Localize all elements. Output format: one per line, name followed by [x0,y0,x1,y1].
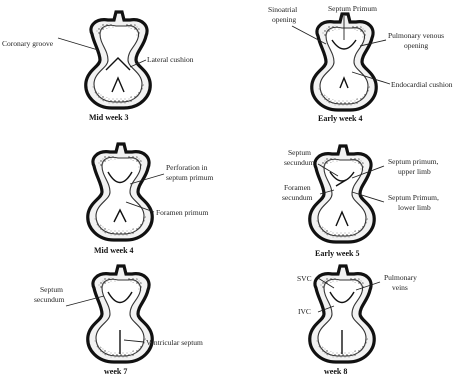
label-septum-secundum-3: Septum [40,285,63,294]
label-pulmonary-venous-1: Pulmonary venous [388,31,444,40]
label-septum-secundum-1: Septum [288,148,311,157]
panel-week-8: SVC IVC Pulmonary veins week 8 [297,266,417,376]
panel-mid-week-4: Perforation in septum primum Foramen pri… [88,144,214,255]
label-foramen-secundum-2: secundum [282,193,313,202]
label-coronary-groove: Coronary groove [2,39,54,48]
label-septum-primum-upper-1: Septum primum, [388,157,439,166]
caption-week-8: week 8 [324,367,347,376]
caption-week-7: week 7 [104,367,127,376]
panel-mid-week-3: Coronary groove Lateral cushion Mid week… [2,12,194,122]
caption-early-week-5: Early week 5 [315,249,359,258]
panel-early-week-5: Septum secundum Foramen secundum Septum … [282,146,439,258]
label-foramen-secundum-1: Foramen [284,183,311,192]
caption-mid-week-3: Mid week 3 [89,113,129,122]
label-pulmonary-veins-2: veins [392,283,408,292]
label-pulmonary-veins-1: Pulmonary [384,273,417,282]
label-svc: SVC [297,274,312,283]
label-septum-primum-lower-1: Septum Primum, [388,193,439,202]
label-septum-primum-lower-2: lower limb [398,203,431,212]
label-perforation-1: Perforation in [166,163,208,172]
label-perforation-2: septum primum [166,173,213,182]
label-lateral-cushion: Lateral cushion [147,55,194,64]
label-septum-primum: Septum Primum [328,4,377,13]
caption-mid-week-4: Mid week 4 [94,246,134,255]
caption-early-week-4: Early week 4 [318,114,362,123]
label-sinoatrial-opening-2: opening [272,15,296,24]
label-septum-secundum-2: secundum [284,158,315,167]
panel-week-7: Septum secundum Ventricular septum week … [34,266,203,376]
label-septum-secundum-4: secundum [34,295,65,304]
label-foramen-primum: Foramen primum [156,208,208,217]
label-ventricular-septum: Ventricular septum [146,338,203,347]
label-ivc: IVC [298,307,311,316]
label-sinoatrial-opening-1: Sinoatrial [268,5,297,14]
label-pulmonary-venous-2: opening [404,41,428,50]
panel-early-week-4: Sinoatrial opening Septum Primum Pulmona… [268,4,453,123]
label-endocardial-cushion: Endocardial cushion [391,80,453,89]
label-septum-primum-upper-2: upper limb [398,167,431,176]
